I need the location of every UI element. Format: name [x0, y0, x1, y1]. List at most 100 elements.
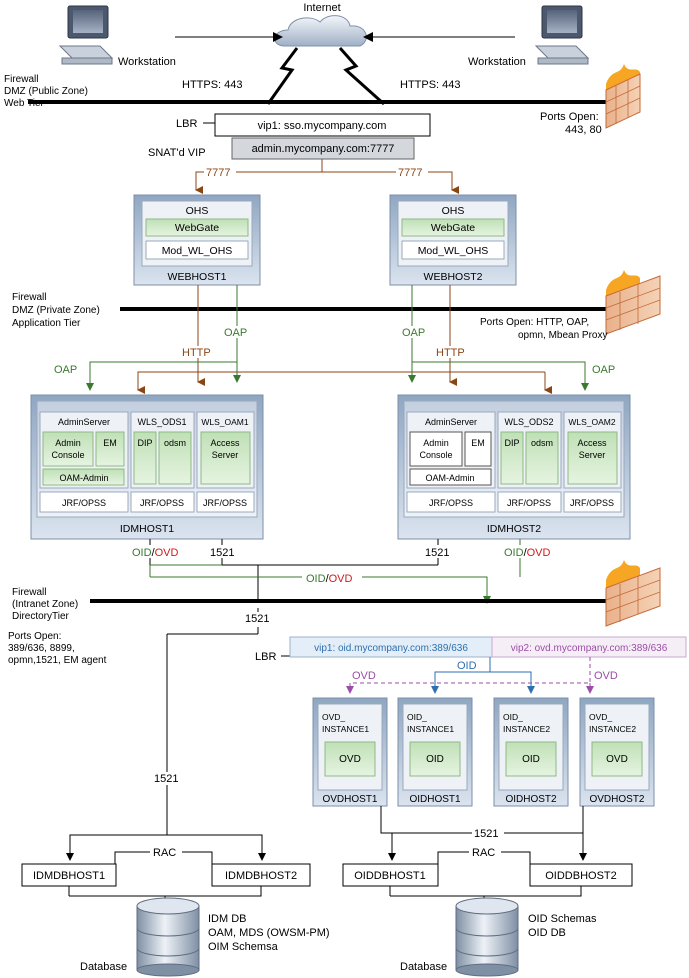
- zone3-line3: DirectoryTier: [12, 611, 70, 622]
- ovdhost2: OVD_ INSTANCE2 OVD OVDHOST2: [579, 697, 655, 807]
- idmhost2-dip: DIP: [504, 438, 519, 448]
- firewall-icon-2: [605, 270, 661, 335]
- oap-far-right-label: OAP: [592, 364, 615, 376]
- oidhost2-comp: OID: [522, 754, 540, 765]
- idmhost1-access-2: Server: [212, 450, 239, 460]
- workstation-left-label: Workstation: [118, 56, 176, 68]
- lightning-left: [266, 47, 299, 105]
- link-7777-left: [195, 159, 323, 194]
- ovdhost2-name: OVDHOST2: [589, 794, 644, 805]
- webhost2: OHS WebGate Mod_WL_OHS WEBHOST2: [389, 194, 517, 286]
- port7777-left-label: 7777: [206, 167, 230, 179]
- vip1-label: vip1: sso.mycompany.com: [258, 120, 387, 132]
- zone2-line2: DMZ (Private Zone): [12, 305, 100, 316]
- oap-link-1: [86, 285, 238, 391]
- ovdhost2-comp: OVD: [606, 754, 628, 765]
- zone1-line3: Web Tier: [4, 98, 44, 109]
- idmhost2-jrf2: JRF/OPSS: [507, 498, 551, 508]
- zone3-line1: Firewall: [12, 587, 46, 598]
- port1521-a-label: 1521: [210, 547, 234, 559]
- webhost1-webgate: WebGate: [175, 222, 219, 234]
- idmhost1-oam: WLS_OAM1: [201, 417, 249, 427]
- db-link-idm2: [167, 834, 266, 861]
- oidhost2-inst-1: OID_: [503, 712, 523, 722]
- ports3-line1: Ports Open:: [8, 631, 61, 642]
- idmhost2-oam: WLS_OAM2: [568, 417, 616, 427]
- lightning-right: [338, 47, 386, 106]
- idmhost1-jrf1: JRF/OPSS: [62, 498, 106, 508]
- oidhost2: OID_ INSTANCE2 OID OIDHOST2: [493, 697, 569, 807]
- ovd-left-text: OVD: [155, 547, 179, 559]
- link-7777-right: [322, 171, 459, 194]
- webhost1-mod: Mod_WL_OHS: [162, 245, 233, 257]
- port1521-c-label: 1521: [245, 613, 269, 625]
- oidhost1-inst-2: INSTANCE1: [407, 724, 454, 734]
- idmhost1-jrf2: JRF/OPSS: [140, 498, 184, 508]
- idmhost1-ods: WLS_ODS1: [137, 417, 186, 427]
- port7777-right-label: 7777: [398, 167, 422, 179]
- db-left-line3: OIM Schemsa: [208, 941, 279, 953]
- firewall-icon-3: [605, 560, 661, 627]
- idmhost1-em: EM: [103, 438, 117, 448]
- snat-label: SNAT'd VIP: [148, 147, 206, 159]
- idmhost1-name: IDMHOST1: [120, 523, 174, 535]
- idmhost2-ods: WLS_ODS2: [504, 417, 553, 427]
- http-right-label: HTTP: [436, 347, 465, 359]
- ports1-line1: Ports Open:: [540, 111, 599, 123]
- idmhost2-odsm: odsm: [531, 438, 553, 448]
- oap-mid-left-label: OAP: [224, 327, 247, 339]
- vip1-box: [214, 113, 431, 137]
- vip-oid-label: vip1: oid.mycompany.com:389/636: [314, 643, 468, 654]
- firewall-icon-1: [605, 64, 641, 129]
- webhost2-ohs: OHS: [442, 205, 465, 217]
- lbr1-label: LBR: [176, 118, 197, 130]
- slash-right: /: [524, 547, 528, 559]
- oidhost2-name: OIDHOST2: [505, 794, 557, 805]
- oidhost1-inst-1: OID_: [407, 712, 427, 722]
- oid-ovd-link: [150, 576, 491, 604]
- idmhost1: AdminServer Admin Console EM OAM-Admin W…: [30, 394, 264, 540]
- idmhost2-access-2: Server: [579, 450, 606, 460]
- ports3-line2: 389/636, 8899,: [8, 643, 75, 654]
- oidhost1-comp: OID: [426, 754, 444, 765]
- http-left-label: HTTP: [182, 347, 211, 359]
- db-left-line1: IDM DB: [208, 913, 247, 925]
- oid-link-1: [431, 657, 491, 694]
- http-link-1a: [137, 285, 199, 394]
- idmhost1-odsm: odsm: [164, 438, 186, 448]
- idmhost1-access-1: Access: [210, 438, 240, 448]
- vip-ovd-box: [491, 636, 687, 658]
- oap-far-left-label: OAP: [54, 364, 77, 376]
- ports1-line2: 443, 80: [565, 124, 602, 136]
- idmhost1-adminserver: AdminServer: [58, 417, 110, 427]
- idmhost2-admin-console-1: Admin: [423, 438, 449, 448]
- db-right-line1: OID Schemas: [528, 913, 597, 925]
- idmhost1-admin-console-1: Admin: [55, 438, 81, 448]
- zone3-line2: (Intranet Zone): [12, 599, 78, 610]
- idmdbhost1-label: IDMDBHOST1: [33, 870, 105, 882]
- idmhost2-jrf1: JRF/OPSS: [429, 498, 473, 508]
- idmhost2: AdminServer Admin Console EM OAM-Admin W…: [397, 394, 631, 540]
- workstation-right-icon: [534, 5, 590, 65]
- oidhost2-inst-2: INSTANCE2: [503, 724, 550, 734]
- webhost1-ohs: OHS: [186, 205, 209, 217]
- idmhost2-admin-console-2: Console: [419, 450, 452, 460]
- ports3-line3: opmn,1521, EM agent: [8, 655, 107, 666]
- admin-vip-label: admin.mycompany.com:7777: [252, 143, 395, 155]
- webhost1-name: WEBHOST1: [168, 271, 227, 283]
- db-left-label: Database: [80, 961, 127, 973]
- rac-right-label: RAC: [472, 847, 495, 859]
- https-right-label: HTTPS: 443: [400, 79, 461, 91]
- ports2-line2: opmn, Mbean Proxy: [518, 330, 608, 341]
- idmhost2-oam-admin: OAM-Admin: [425, 473, 474, 483]
- workstation-left-icon: [58, 5, 114, 65]
- oid-left-text: OID: [132, 547, 152, 559]
- slash-mid: /: [326, 573, 330, 585]
- ovdhost1-name: OVDHOST1: [322, 794, 377, 805]
- db-left-line2: OAM, MDS (OWSM-PM): [208, 927, 330, 939]
- db-right-label: Database: [400, 961, 447, 973]
- ports2-line1: Ports Open: HTTP, OAP,: [480, 317, 589, 328]
- idmhost1-oam-admin: OAM-Admin: [59, 473, 108, 483]
- rac-left-label: RAC: [153, 847, 176, 859]
